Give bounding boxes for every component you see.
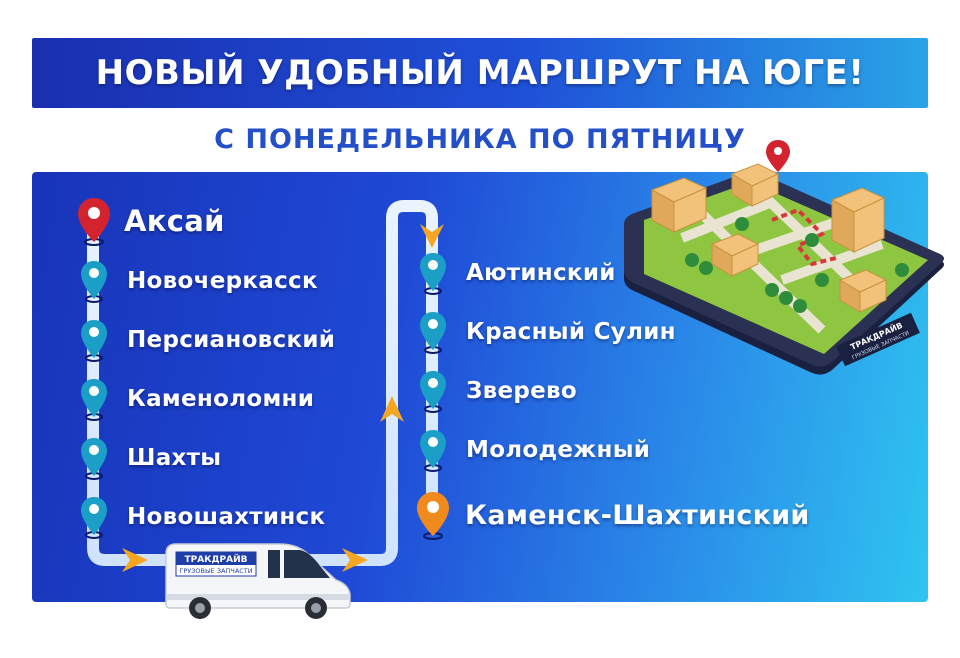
location-pin-icon xyxy=(81,497,107,539)
stop-label: Новочеркасск xyxy=(127,268,318,294)
route-stop: Красный Сулин xyxy=(418,310,676,354)
stop-label: Красный Сулин xyxy=(466,319,676,345)
schedule-subtitle: С ПОНЕДЕЛЬНИКА ПО ПЯТНИЦУ xyxy=(214,124,746,155)
route-stop: Молодежный xyxy=(418,428,650,472)
route-stop: Аксай xyxy=(76,196,225,246)
stop-label: Новошахтинск xyxy=(127,504,326,530)
route-stop: Шахты xyxy=(79,436,221,480)
city-map-phone-icon: ТРАКДРАЙВ ГРУЗОВЫЕ ЗАПЧАСТИ xyxy=(624,140,944,375)
location-pin-icon xyxy=(81,261,107,303)
location-pin-icon xyxy=(420,312,446,354)
route-stop: Каменоломни xyxy=(79,377,314,421)
location-pin-icon xyxy=(81,379,107,421)
location-pin-icon xyxy=(420,253,446,295)
stop-label: Персиановский xyxy=(127,327,336,353)
route-stop: Зверево xyxy=(418,369,577,413)
delivery-van-icon: ТРАКДРАЙВ ГРУЗОВЫЕ ЗАПЧАСТИ xyxy=(165,543,351,619)
route-stop: Новочеркасск xyxy=(79,259,318,303)
location-pin-icon xyxy=(766,140,790,172)
stop-label: Аютинский xyxy=(466,260,616,286)
header-banner: НОВЫЙ УДОБНЫЙ МАРШРУТ НА ЮГЕ! xyxy=(32,38,928,108)
end-pin-icon xyxy=(417,492,449,540)
location-pin-icon xyxy=(420,430,446,472)
stop-label: Зверево xyxy=(466,378,578,404)
stop-label: Каменск-Шахтинский xyxy=(465,499,810,531)
stop-label: Молодежный xyxy=(466,437,651,463)
stop-label: Каменоломни xyxy=(127,386,315,412)
route-stop: Каменск-Шахтинский xyxy=(415,490,810,540)
svg-text:ТРАКДРАЙВ: ТРАКДРАЙВ xyxy=(184,553,247,565)
route-stop: Персиановский xyxy=(79,318,335,362)
location-pin-icon xyxy=(81,438,107,480)
stop-label: Шахты xyxy=(127,445,222,471)
page-title: НОВЫЙ УДОБНЫЙ МАРШРУТ НА ЮГЕ! xyxy=(95,53,865,93)
location-pin-icon xyxy=(81,320,107,362)
route-stop: Аютинский xyxy=(418,251,616,295)
location-pin-icon xyxy=(420,371,446,413)
stop-label: Аксай xyxy=(124,204,225,238)
route-stop: Новошахтинск xyxy=(79,495,325,539)
start-pin-icon xyxy=(78,198,110,246)
svg-text:ГРУЗОВЫЕ ЗАПЧАСТИ: ГРУЗОВЫЕ ЗАПЧАСТИ xyxy=(179,567,252,575)
